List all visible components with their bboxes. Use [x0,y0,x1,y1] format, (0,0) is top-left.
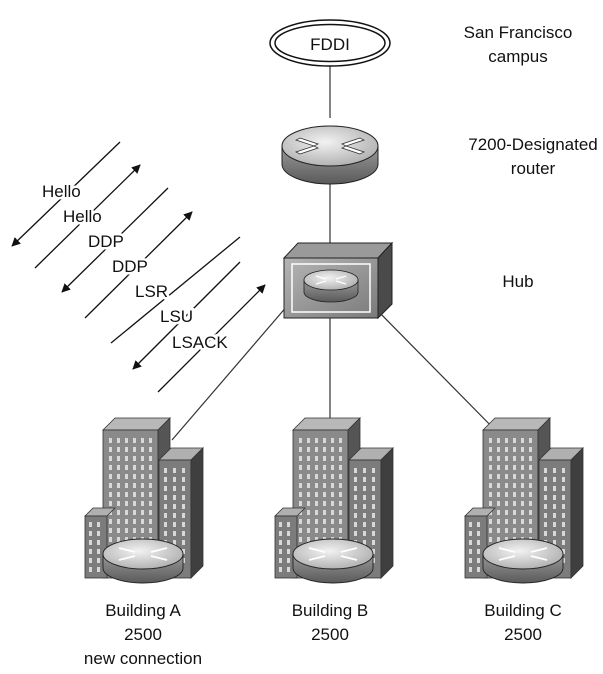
router-caption-line-2: router [511,159,556,178]
exchange-label-lsack: LSACK [172,333,228,352]
exchange-line-lsr [110,236,241,344]
building-b-icon [274,417,394,584]
exchange-line-lsu-left [132,261,241,370]
exchange-line-hello-left [11,141,121,247]
building-a-model: 2500 [124,625,162,644]
packet-exchange: Hello Hello DDP DDP LSR LSU LSACK [11,141,266,393]
designated-router-icon [281,125,379,185]
fddi-caption-line-2: campus [488,47,548,66]
building-a-icon [84,417,204,584]
building-c-name: Building C [484,601,562,620]
link-hub-building-a [171,304,289,441]
building-c-icon [464,417,584,584]
exchange-line-ddp-right [84,211,193,319]
hub-icon [282,241,394,320]
exchange-label-hello-2: Hello [63,207,102,226]
fddi-label: FDDI [310,35,350,54]
exchange-label-ddp-2: DDP [112,257,148,276]
fddi-ring: FDDI [269,19,391,67]
exchange-label-hello-1: Hello [42,182,81,201]
building-a-name: Building A [105,601,181,620]
hub-caption: Hub [502,272,533,291]
exchange-line-lsack-right [157,284,266,393]
exchange-line-ddp-left [61,187,169,293]
building-b-model: 2500 [311,625,349,644]
link-hub-building-c [371,304,506,441]
building-b-name: Building B [292,601,369,620]
exchange-label-lsr: LSR [135,282,168,301]
router-caption-line-1: 7200-Designated [468,135,597,154]
exchange-label-ddp-1: DDP [88,232,124,251]
building-a-note: new connection [84,649,202,668]
building-c-model: 2500 [504,625,542,644]
fddi-caption-line-1: San Francisco [464,23,573,42]
exchange-label-lsu: LSU [160,307,193,326]
exchange-line-hello-right [34,164,141,269]
